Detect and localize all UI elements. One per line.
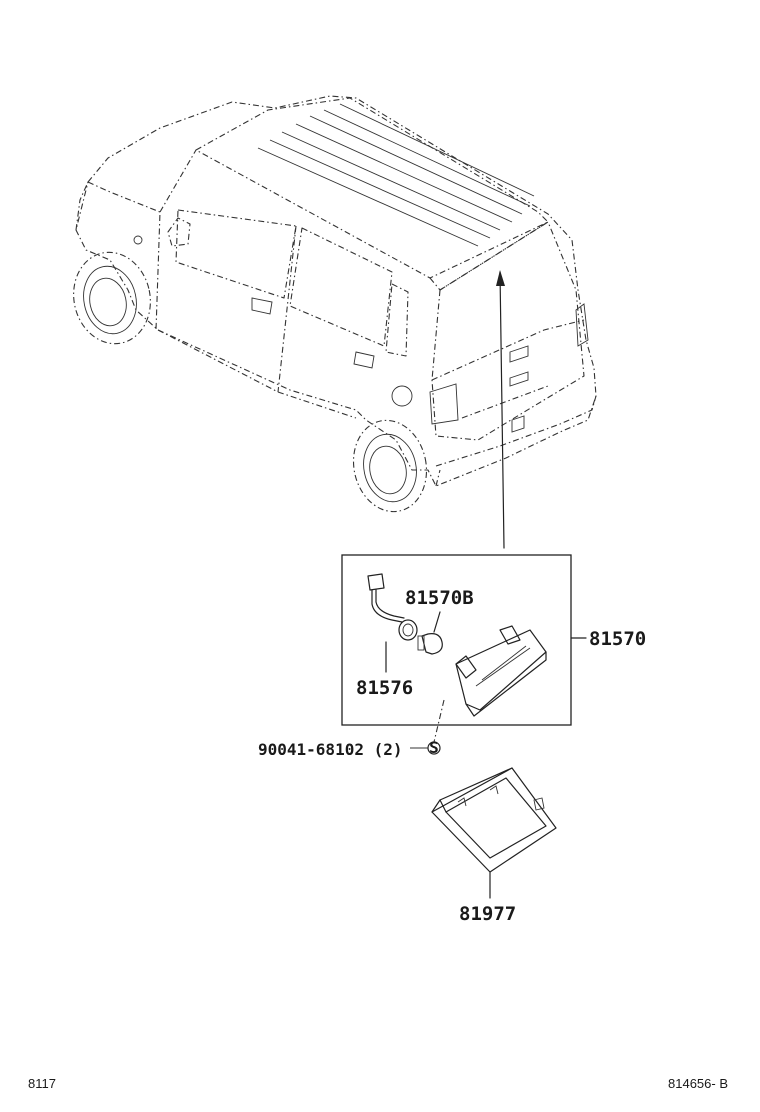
- part-label-81977: 81977: [459, 903, 516, 925]
- bulb: [417, 611, 443, 655]
- part-label-81570B: 81570B: [405, 587, 474, 609]
- lamp-cover: [431, 767, 557, 899]
- rear-wheel: [352, 419, 428, 513]
- assembly-group: 81570 81576 81570B: [341, 554, 646, 726]
- part-label-81570: 81570: [589, 628, 646, 650]
- socket-and-wire: [367, 573, 418, 673]
- screw-symbol: [427, 741, 441, 755]
- stop-lamp-housing: [455, 625, 547, 717]
- front-wheel: [73, 251, 151, 345]
- figure-code: 814656- B: [668, 1076, 728, 1091]
- screw-callout: S 90041-68102 (2): [258, 699, 445, 759]
- part-label-90041-68102: 90041-68102 (2): [258, 740, 403, 759]
- assembly-frame: [341, 554, 572, 726]
- svg-text:S: S: [429, 738, 439, 757]
- location-arrowhead: [496, 270, 505, 286]
- vehicle-illustration: [73, 95, 597, 549]
- part-label-81576: 81576: [356, 677, 413, 699]
- page-code: 8117: [28, 1076, 56, 1091]
- location-leader-line: [499, 271, 505, 549]
